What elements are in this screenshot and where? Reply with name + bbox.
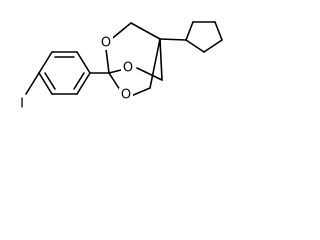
bond-ph-1 xyxy=(76,51,91,74)
bond-ph-4 xyxy=(38,72,53,95)
bond-cp-5 xyxy=(185,39,205,53)
oxygen-mid-label: O xyxy=(123,61,133,76)
bond-c4-ch2-top xyxy=(130,22,161,40)
iodophenyl-ring xyxy=(38,51,91,95)
cyclopentyl-ring xyxy=(185,21,223,53)
iodine-label: I xyxy=(20,97,24,112)
bond-o-top-c1 xyxy=(105,48,110,74)
trioxabicyclo-cage xyxy=(105,22,163,97)
o-mid-bg xyxy=(121,61,135,75)
bond-phenyl-iodine xyxy=(25,72,40,95)
o-top-bg xyxy=(99,36,113,50)
bond-ch2-back-o-low xyxy=(130,87,151,97)
bond-ph-double-3 xyxy=(73,72,85,90)
molecule-structure-diagram: O O O I xyxy=(0,0,245,134)
bond-cp-3 xyxy=(214,21,223,41)
bond-ch2-front-o-mid xyxy=(136,67,163,81)
oxygen-top-label: O xyxy=(101,36,111,51)
oxygen-low-label: O xyxy=(121,88,131,103)
bond-c4-ch2-back xyxy=(149,38,161,89)
bond-ph-6 xyxy=(76,72,91,95)
atom-labels: O O O I xyxy=(16,36,135,112)
bond-cp-4 xyxy=(203,39,223,53)
bond-bridgehead-cyclopentyl xyxy=(159,38,187,41)
iodine-bg xyxy=(16,96,28,112)
bond-c4-ch2-front xyxy=(159,38,163,81)
bond-o-mid-c1 xyxy=(108,69,122,74)
o-low-bg xyxy=(119,88,133,102)
bond-ph-double-2 xyxy=(44,72,56,90)
bond-ph-3 xyxy=(38,51,53,74)
bond-cp-1 xyxy=(185,21,194,41)
